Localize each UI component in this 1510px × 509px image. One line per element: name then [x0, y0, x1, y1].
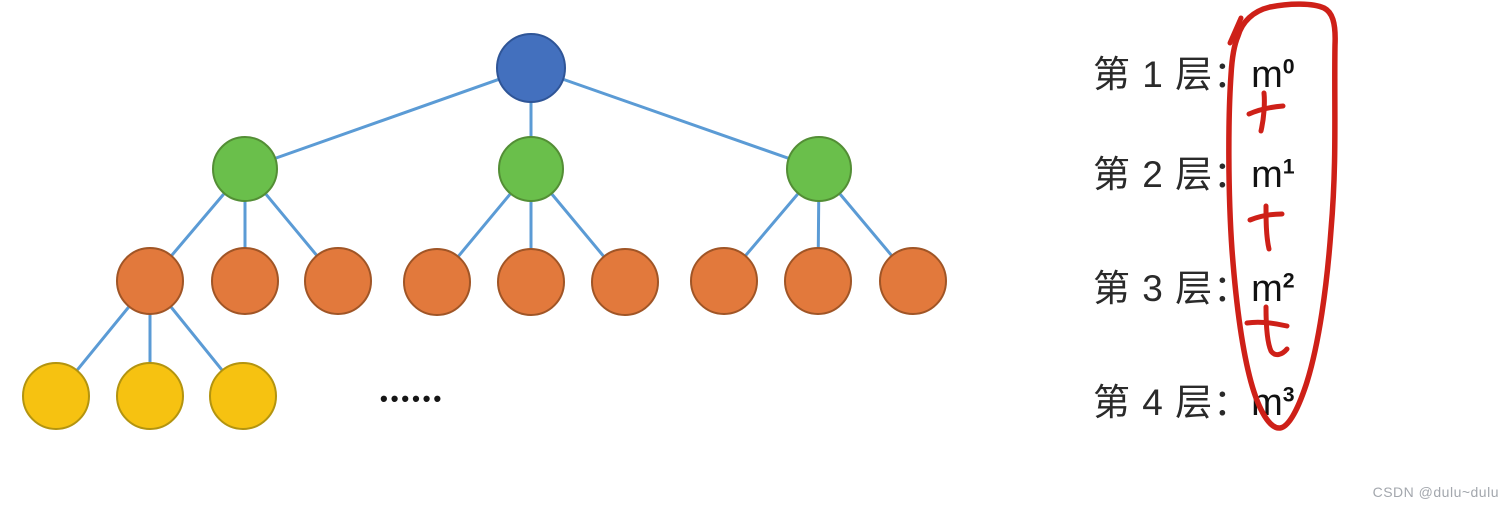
level-exponent: 3: [1282, 382, 1295, 407]
tree-node-l3-4: [403, 248, 471, 316]
tree-node-l3-1: [116, 247, 184, 315]
tree-node-l3-2: [211, 247, 279, 315]
level-value-base: m: [1251, 382, 1283, 424]
tree-node-l4-3: [209, 362, 277, 430]
level-value: m3: [1251, 382, 1294, 425]
tree-node-l3-8: [784, 247, 852, 315]
tree-node-l2-3: [786, 136, 852, 202]
level-value-base: m: [1251, 154, 1283, 196]
tree-node-root: [496, 33, 566, 103]
watermark: CSDN @dulu~dulu: [1372, 484, 1499, 500]
tree-node-l3-7: [690, 247, 758, 315]
level-formula-row: 第 2 层： m1: [1093, 144, 1295, 198]
tree-node-l2-2: [498, 136, 564, 202]
tree-node-l3-3: [304, 247, 372, 315]
level-exponent: 1: [1282, 154, 1295, 179]
level-value: m1: [1251, 154, 1294, 197]
tree-edge: [529, 66, 821, 171]
level-label: 第 1 层：: [1093, 54, 1252, 95]
level-value: m2: [1251, 268, 1294, 311]
level-label: 第 3 层：: [1093, 268, 1252, 309]
tree-node-l3-6: [591, 248, 659, 316]
level-formula-row: 第 4 层： m3: [1093, 372, 1295, 426]
ellipsis-dots: ••••••: [380, 386, 444, 411]
tree-node-l3-9: [879, 247, 947, 315]
level-formula-row: 第 1 层： m0: [1093, 44, 1295, 98]
level-value-base: m: [1251, 54, 1283, 96]
tree-node-l4-1: [22, 362, 90, 430]
level-exponent: 0: [1282, 54, 1295, 79]
tree-node-l4-2: [116, 362, 184, 430]
tree-nodes: [22, 33, 947, 430]
tree-edge: [243, 66, 533, 171]
level-label: 第 2 层：: [1093, 154, 1252, 195]
level-exponent: 2: [1282, 268, 1295, 293]
level-value-base: m: [1251, 268, 1283, 310]
level-formula-row: 第 3 层： m2: [1093, 258, 1295, 312]
tree-node-l3-5: [497, 248, 565, 316]
tree-node-l2-1: [212, 136, 278, 202]
level-label: 第 4 层：: [1093, 382, 1252, 423]
level-value: m0: [1251, 54, 1294, 97]
tree-edges: [54, 66, 915, 398]
